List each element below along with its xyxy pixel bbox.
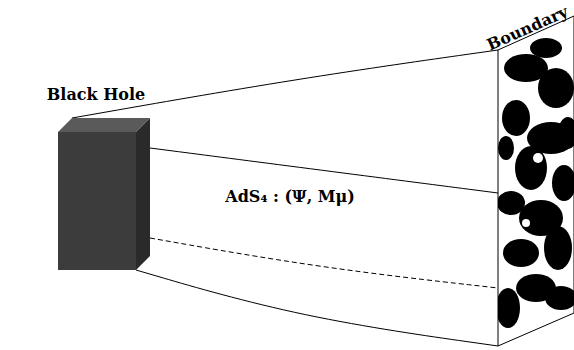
texture-blob: [552, 165, 574, 201]
texture-blob: [544, 226, 572, 270]
texture-blob: [545, 286, 574, 310]
boundary-shape: [496, 8, 574, 348]
panel-outline: [498, 16, 574, 346]
bulk-curve: [150, 238, 498, 288]
texture-hole: [533, 153, 543, 163]
texture-blob: [515, 146, 547, 190]
texture-blob: [503, 239, 539, 267]
black-hole-cube: Black Hole: [58, 118, 150, 270]
texture-blob: [558, 117, 574, 149]
cube-shape: [58, 118, 150, 270]
node-heading: Black Hole: [47, 85, 145, 104]
bulk-curve: [136, 270, 498, 346]
boundary-panel: Boundary: [496, 8, 574, 348]
texture-hole: [522, 219, 530, 227]
bulk-curve: [72, 50, 498, 118]
cube-front: [58, 132, 136, 270]
texture-blob: [498, 136, 514, 160]
texture-blob: [538, 68, 574, 108]
cube-side: [136, 118, 150, 270]
cube-top: [58, 118, 150, 132]
texture-blob: [496, 288, 520, 328]
texture-blob: [502, 100, 530, 136]
panel-texture: [496, 38, 574, 328]
texture-blob: [530, 38, 562, 58]
bulk-label: AdS₄ : (Ψ, Mμ): [222, 187, 358, 206]
